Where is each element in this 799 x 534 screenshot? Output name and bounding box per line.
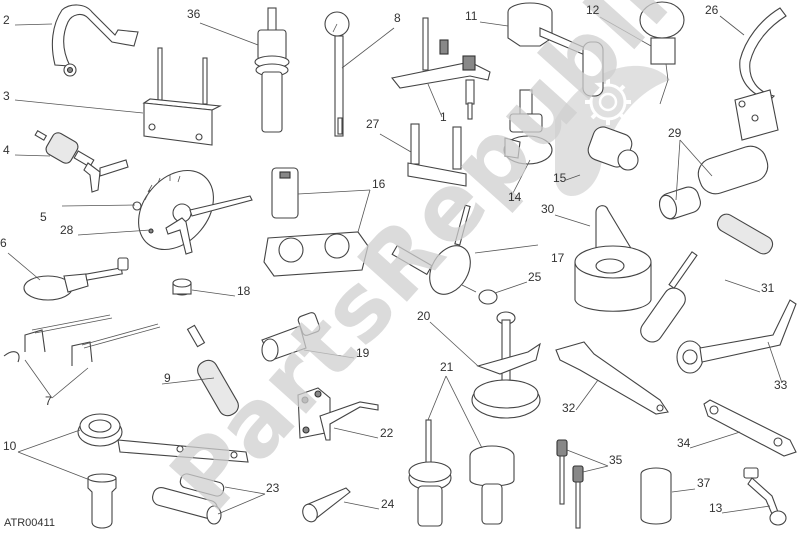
callout-35[interactable]: 35 <box>609 453 623 467</box>
callout-9[interactable]: 9 <box>164 371 171 385</box>
tool-14-socket[interactable] <box>503 89 553 165</box>
callout-18[interactable]: 18 <box>237 284 251 298</box>
callout-7[interactable]: 7 <box>45 394 52 408</box>
callout-3[interactable]: 3 <box>3 89 10 103</box>
callout-21[interactable]: 21 <box>440 360 454 374</box>
tool-34-bar[interactable] <box>703 399 797 457</box>
callout-36[interactable]: 36 <box>187 7 201 21</box>
tool-35-pins[interactable] <box>556 439 584 529</box>
tool-2-hook[interactable] <box>51 4 139 77</box>
tool-6-strap-wrench[interactable] <box>23 257 129 301</box>
tool-18-nut[interactable] <box>172 278 192 296</box>
tool-1-bar[interactable] <box>391 17 491 120</box>
callout-13[interactable]: 13 <box>709 501 723 515</box>
callout-22[interactable]: 22 <box>380 426 394 440</box>
tool-19-adapter[interactable] <box>261 312 321 362</box>
tool-25-disc[interactable] <box>478 289 498 305</box>
gear-icon <box>585 79 631 125</box>
callout-17[interactable]: 17 <box>551 251 565 265</box>
tool-36-cylinder[interactable] <box>254 7 290 133</box>
tool-12-gauge-plate[interactable] <box>639 1 685 105</box>
tool-3-bracket[interactable] <box>142 47 222 146</box>
callout-16[interactable]: 16 <box>372 177 386 191</box>
callout-28[interactable]: 28 <box>60 223 74 237</box>
callout-11[interactable]: 11 <box>465 9 478 23</box>
leader-lines <box>7 15 783 515</box>
tool-8-dial-gauge[interactable] <box>324 11 350 137</box>
callout-19[interactable]: 19 <box>356 346 370 360</box>
tool-16-socket-plate[interactable] <box>263 167 369 277</box>
tool-17-press[interactable] <box>391 204 478 301</box>
tool-15-sleeve[interactable] <box>585 124 639 171</box>
tool-31-handle[interactable] <box>637 211 776 346</box>
callout-26[interactable]: 26 <box>705 3 719 17</box>
tool-4-puller[interactable] <box>34 130 129 193</box>
tool-9-knurled[interactable] <box>186 324 242 419</box>
tool-26-curved-bracket[interactable] <box>734 7 787 141</box>
tool-21-drivers[interactable] <box>408 419 515 527</box>
tool-23-pins[interactable] <box>151 473 225 525</box>
callout-20[interactable]: 20 <box>417 309 431 323</box>
callout-32[interactable]: 32 <box>562 401 576 415</box>
callout-14[interactable]: 14 <box>508 190 522 204</box>
tool-32-spanner[interactable] <box>555 341 669 415</box>
callout-23[interactable]: 23 <box>266 481 280 495</box>
callout-34[interactable]: 34 <box>677 436 691 450</box>
tool-29-sleeves[interactable] <box>657 142 772 221</box>
tool-11-holder[interactable] <box>507 2 604 97</box>
callout-25[interactable]: 25 <box>528 270 542 284</box>
callout-27[interactable]: 27 <box>366 117 380 131</box>
tool-33-wrench[interactable] <box>676 299 797 374</box>
tool-22-fork[interactable] <box>297 387 379 441</box>
tool-5-degree-wheel[interactable] <box>123 156 253 265</box>
callout-10[interactable]: 10 <box>3 439 17 453</box>
callout-4[interactable]: 4 <box>3 143 10 157</box>
callout-24[interactable]: 24 <box>381 497 395 511</box>
callout-5[interactable]: 5 <box>40 210 47 224</box>
callout-12[interactable]: 12 <box>586 3 600 17</box>
callout-1[interactable]: 1 <box>440 110 447 124</box>
callout-31[interactable]: 31 <box>761 281 775 295</box>
tool-27-fork-plate[interactable] <box>407 123 467 187</box>
callout-6[interactable]: 6 <box>0 236 7 250</box>
tool-10-wrench[interactable] <box>77 413 249 463</box>
callout-15[interactable]: 15 <box>553 171 567 185</box>
callout-29[interactable]: 29 <box>668 126 682 140</box>
reference-code: ATR00411 <box>4 517 55 529</box>
callout-2[interactable]: 2 <box>3 13 10 27</box>
tool-37-cup[interactable] <box>640 467 672 525</box>
callout-33[interactable]: 33 <box>774 378 788 392</box>
callout-37[interactable]: 37 <box>697 476 711 490</box>
tool-20-press-plate[interactable] <box>471 311 541 419</box>
callout-8[interactable]: 8 <box>394 11 401 25</box>
tool-30-lid[interactable] <box>574 205 652 312</box>
tool-24-cone[interactable] <box>300 487 351 524</box>
tool-13-crank[interactable] <box>743 467 787 526</box>
tool-10-socket[interactable] <box>87 473 117 529</box>
tool-7-pins[interactable] <box>3 314 161 366</box>
callout-30[interactable]: 30 <box>541 202 555 216</box>
